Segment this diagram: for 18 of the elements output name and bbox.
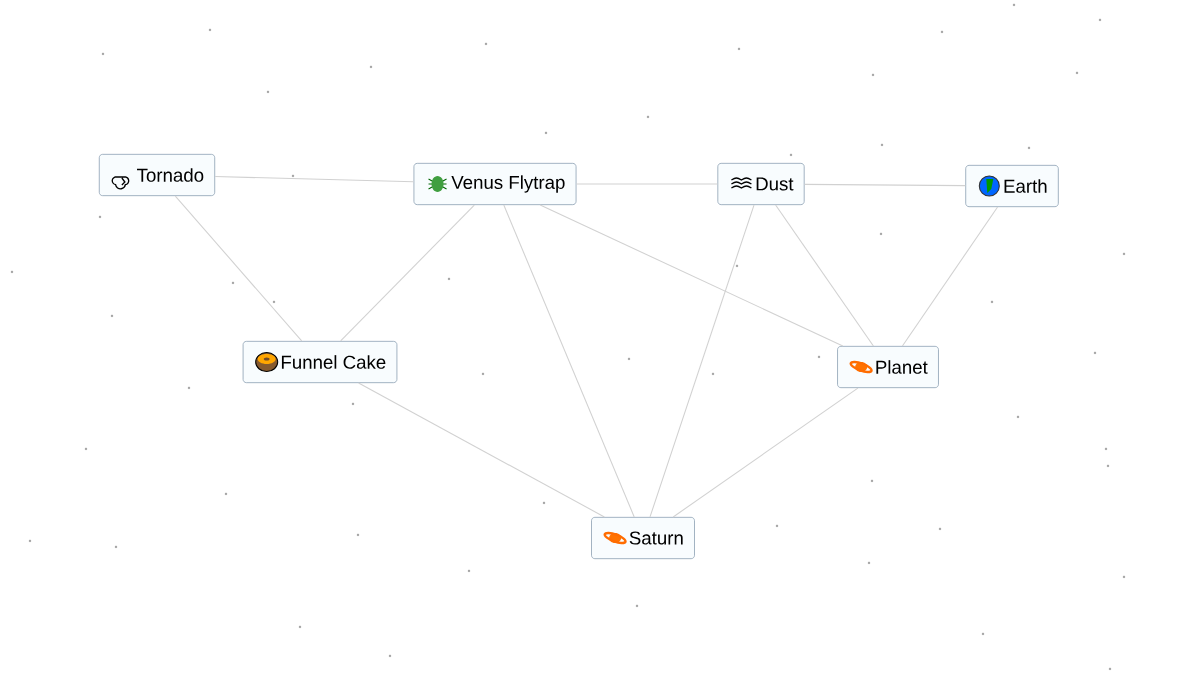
connector-line <box>539 204 844 347</box>
connector-line <box>214 176 415 183</box>
connector-line <box>804 183 966 187</box>
item-box: Dust <box>717 162 805 206</box>
connector-line <box>503 204 635 518</box>
connector-line <box>174 195 303 342</box>
item-box: Tornado <box>98 153 216 197</box>
item-box: Venus Flytrap <box>413 162 577 206</box>
connector-line <box>340 204 475 342</box>
connector-line <box>672 387 859 518</box>
item-box: Earth <box>965 164 1059 208</box>
item-box: Saturn <box>591 516 695 560</box>
connector-line <box>901 206 999 347</box>
item-box: Funnel Cake <box>242 340 398 384</box>
item-box: Planet <box>837 345 939 389</box>
connector-line <box>358 382 605 518</box>
connector-line <box>775 204 874 347</box>
connector-line <box>649 204 755 518</box>
